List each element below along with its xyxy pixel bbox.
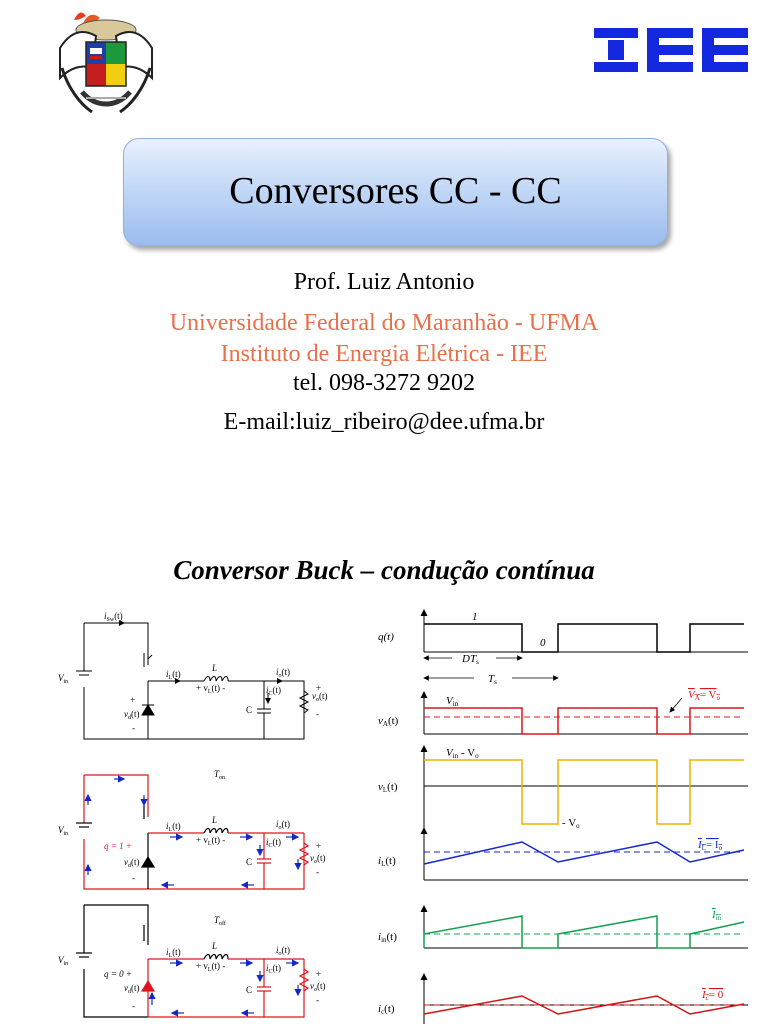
svg-text:Toff: Toff <box>214 915 226 927</box>
svg-text:-: - <box>316 709 319 719</box>
waveform-vl <box>424 759 744 825</box>
svg-text:iSw(t): iSw(t) <box>104 611 123 623</box>
svg-text:vo(t): vo(t) <box>310 981 326 993</box>
buck-circuit-ton <box>76 774 310 890</box>
svg-text:- Vo: - Vo <box>562 817 580 830</box>
buck-circuit-toff <box>76 904 310 1018</box>
iee-logo <box>594 28 748 72</box>
svg-text:DTs: DTs <box>461 653 479 666</box>
page-title: Conversores CC - CC <box>229 170 562 212</box>
svg-text:iL(t): iL(t) <box>166 669 181 681</box>
svg-text:q(t): q(t) <box>378 631 394 643</box>
buck-circuit-ton-labels: Ton Vin iL(t) L + vL(t) - io(t) iC(t) C … <box>58 769 326 883</box>
svg-text:vd(t): vd(t) <box>124 983 140 995</box>
university-seal-logo <box>59 12 153 114</box>
svg-text:iL(t): iL(t) <box>166 821 181 833</box>
section-title: Conversor Buck – condução contínua <box>173 555 595 585</box>
svg-text:iC(t): iC(t) <box>266 837 281 849</box>
university-name: Universidade Federal do Maranhão - UFMA <box>169 310 599 336</box>
svg-text:iin(t): iin(t) <box>378 931 397 944</box>
svg-text:+: + <box>130 695 135 705</box>
institute-name: Instituto de Energia Elétrica - IEE <box>220 341 548 367</box>
waveform-il <box>423 841 745 865</box>
svg-text:vd(t): vd(t) <box>124 709 140 721</box>
svg-text:io(t): io(t) <box>276 945 290 957</box>
svg-text:Iin: Iin <box>711 909 722 922</box>
svg-text:+ vL(t) -: + vL(t) - <box>196 835 225 847</box>
buck-circuit-toff-labels: Toff Vin iL(t) L + vL(t) - io(t) iC(t) C… <box>58 915 326 1011</box>
waveform-axes <box>420 609 748 1024</box>
svg-text:vL(t): vL(t) <box>378 781 398 794</box>
email-address: E-mail:luiz_ribeiro@dee.ufma.br <box>223 409 545 435</box>
buck-circuit-base <box>76 620 310 740</box>
svg-text:+: + <box>316 969 321 979</box>
svg-text:-: - <box>316 995 319 1005</box>
svg-text:+: + <box>316 841 321 851</box>
svg-text:1: 1 <box>472 611 478 623</box>
svg-text:+: + <box>316 683 321 693</box>
svg-text:L: L <box>211 941 217 951</box>
svg-text:Ts: Ts <box>488 673 497 686</box>
svg-text:io(t): io(t) <box>276 819 290 831</box>
svg-text:-: - <box>132 873 135 883</box>
svg-text:L: L <box>211 815 217 825</box>
svg-text:vo(t): vo(t) <box>312 691 328 703</box>
buck-waveforms: q(t) 1 0 DTs Ts vA(t) Vin VA= Vo vL(t) V… <box>378 609 748 1024</box>
svg-text:q = 1 +: q = 1 + <box>104 841 132 851</box>
svg-text:C: C <box>246 705 252 715</box>
svg-text:io(t): io(t) <box>276 667 290 679</box>
svg-text:-: - <box>316 867 319 877</box>
svg-text:C: C <box>246 857 252 867</box>
svg-text:+ vL(t) -: + vL(t) - <box>196 683 225 695</box>
svg-text:-: - <box>132 1001 135 1011</box>
waveform-labels: q(t) 1 0 DTs Ts vA(t) Vin VA= Vo vL(t) V… <box>378 611 724 1016</box>
svg-text:Ton: Ton <box>214 769 225 781</box>
svg-text:Vin: Vin <box>58 673 68 685</box>
svg-text:vo(t): vo(t) <box>310 853 326 865</box>
svg-text:Vin: Vin <box>58 955 68 967</box>
svg-text:0: 0 <box>540 637 546 649</box>
waveform-q <box>424 623 744 653</box>
svg-text:iL(t): iL(t) <box>378 855 396 868</box>
svg-text:C: C <box>246 985 252 995</box>
svg-text:Vin: Vin <box>446 695 459 708</box>
svg-text:+ vL(t) -: + vL(t) - <box>196 961 225 973</box>
svg-text:VA= Vo: VA= Vo <box>688 689 721 702</box>
svg-text:iL(t): iL(t) <box>166 947 181 959</box>
svg-text:Vin: Vin <box>58 825 68 837</box>
svg-text:-: - <box>132 723 135 733</box>
svg-text:L: L <box>211 663 217 673</box>
title-banner: Conversores CC - CC <box>123 138 668 246</box>
svg-text:vA(t): vA(t) <box>378 715 399 728</box>
buck-converter-circuits: iSw(t) Vin iL(t) L + vL(t) - io(t) iC(t)… <box>58 611 328 1018</box>
svg-text:Ic= 0: Ic= 0 <box>701 989 724 1002</box>
svg-text:ic(t): ic(t) <box>378 1003 395 1016</box>
period-markers <box>423 655 683 713</box>
waveform-va <box>424 707 744 735</box>
phone-number: tel. 098-3272 9202 <box>293 370 475 396</box>
svg-text:vd(t): vd(t) <box>124 857 140 869</box>
svg-text:iC(t): iC(t) <box>266 685 281 697</box>
svg-text:iC(t): iC(t) <box>266 963 281 975</box>
author-name: Prof. Luiz Antonio <box>293 269 475 295</box>
svg-text:Vin - Vo: Vin - Vo <box>446 747 479 760</box>
buck-circuit-base-labels: iSw(t) Vin iL(t) L + vL(t) - io(t) iC(t)… <box>58 611 328 733</box>
svg-text:q = 0 +: q = 0 + <box>104 969 132 979</box>
svg-text:IL= Io: IL= Io <box>697 839 723 852</box>
waveform-iin <box>423 915 745 949</box>
